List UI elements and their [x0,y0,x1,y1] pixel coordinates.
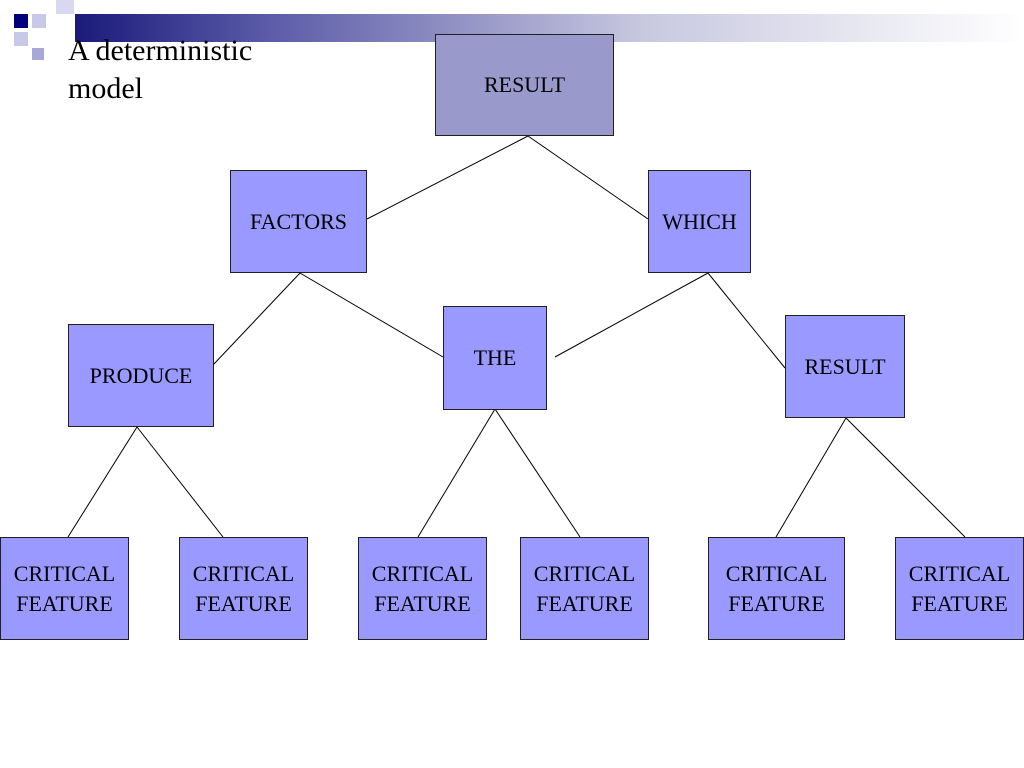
edge-factors-produce [212,272,301,366]
logo-square-mid [32,48,44,60]
logo-square-dark [14,14,28,28]
node-critical-feature-1: CRITICAL FEATURE [0,537,129,640]
logo-square-white [56,0,74,14]
edge-result-cf5 [775,417,847,538]
edge-factors-the [299,272,444,358]
edge-result-cf6 [845,417,966,538]
node-critical-feature-2: CRITICAL FEATURE [179,537,308,640]
slide-title: A deterministic model [68,34,253,105]
node-result-top: RESULT [435,34,614,136]
node-factors: FACTORS [230,170,367,273]
edge-result-factors [366,135,529,220]
node-produce: PRODUCE [68,324,214,427]
edge-the-cf4 [494,408,581,538]
edge-which-the [554,272,709,358]
node-the: THE [443,306,547,410]
edge-which-result [707,272,786,369]
edge-the-cf3 [417,408,496,538]
edge-result-which [527,135,649,220]
node-result-mid: RESULT [785,315,905,418]
node-critical-feature-3: CRITICAL FEATURE [358,537,487,640]
logo-square-light [32,14,46,28]
node-critical-feature-6: CRITICAL FEATURE [895,537,1024,640]
edge-produce-cf1 [67,426,138,538]
edge-produce-cf2 [136,426,224,538]
node-which: WHICH [648,170,751,273]
node-critical-feature-5: CRITICAL FEATURE [708,537,845,640]
logo-square-light [14,32,28,46]
node-critical-feature-4: CRITICAL FEATURE [520,537,649,640]
